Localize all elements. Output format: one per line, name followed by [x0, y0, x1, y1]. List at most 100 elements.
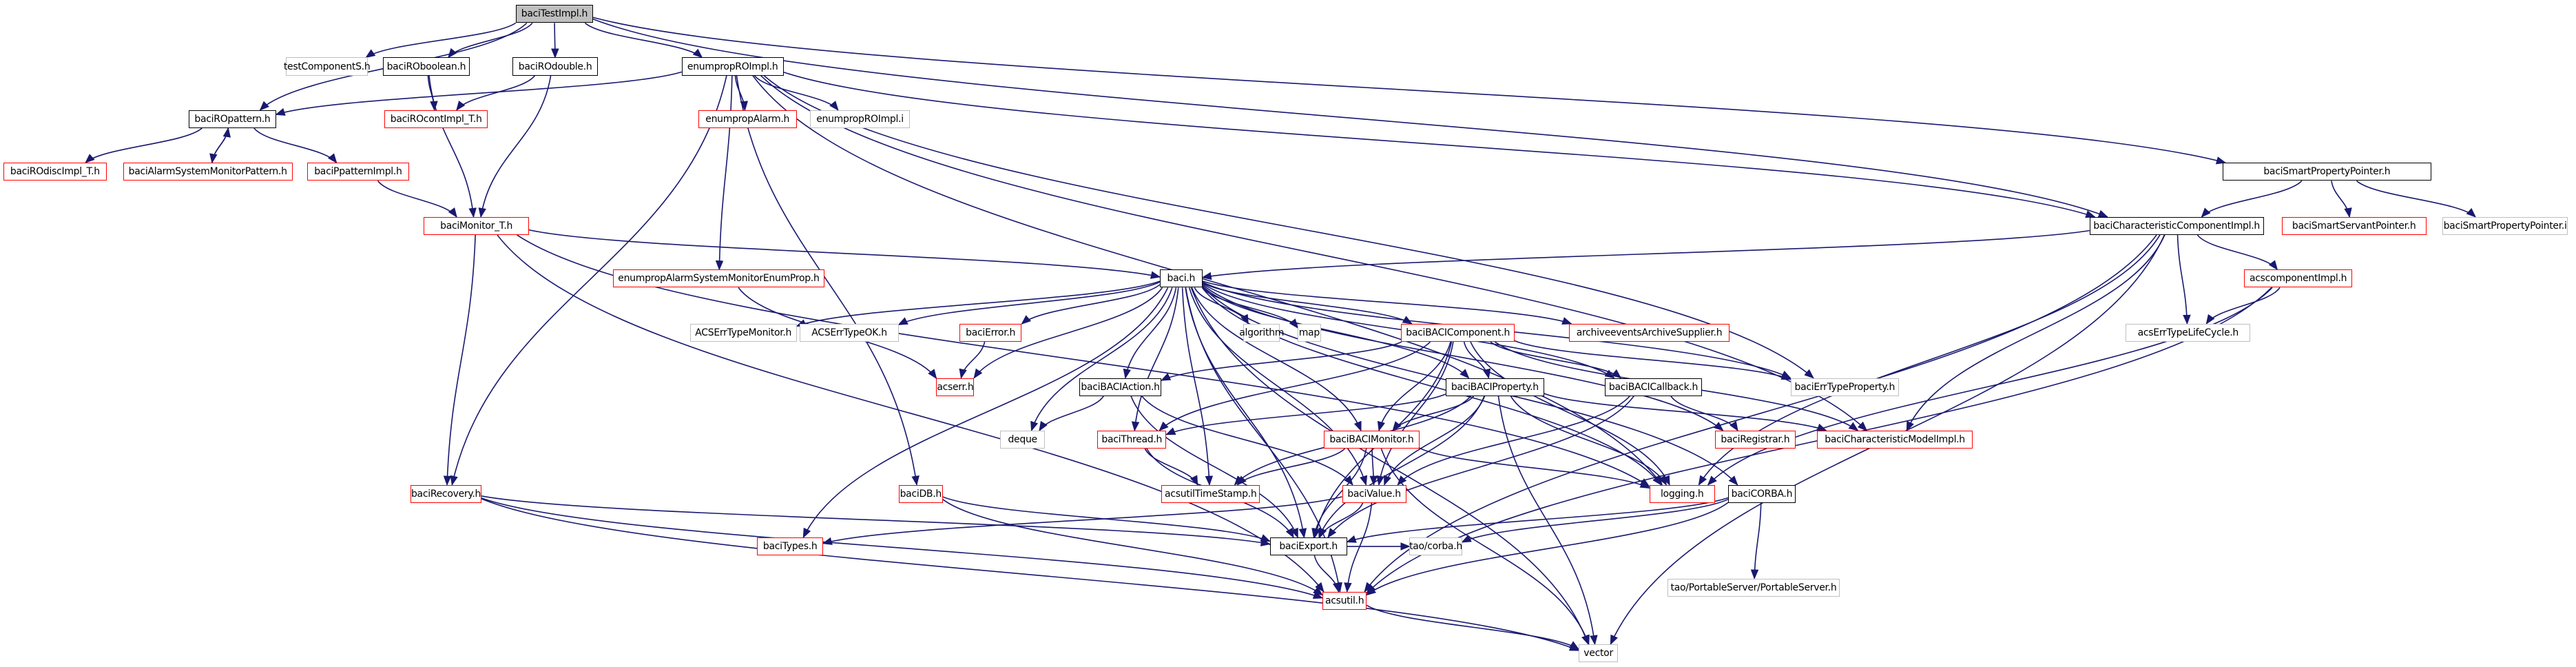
node-bacicharacteristiccomponentimpl[interactable]: baciCharacteristicComponentImpl.h — [2089, 216, 2264, 236]
node-bacivalue[interactable]: baciValue.h — [1342, 484, 1406, 503]
edge-baciTestImpl-to-baciROdouble — [551, 23, 559, 59]
node-baciexport[interactable]: baciExport.h — [1269, 537, 1347, 556]
edge-baciMonitor_T-to-baci — [528, 229, 1161, 279]
node-bacippatternimpl[interactable]: baciPpatternImpl.h — [307, 163, 409, 181]
node-label: enumpropAlarm.h — [705, 113, 790, 125]
node-label: acsutilTimeStamp.h — [1165, 488, 1257, 500]
edge-baciAlarmSystemMonitorPattern-to-baciROpattern — [211, 127, 231, 163]
edge-baci-to-baciBACIMonitor — [1191, 287, 1362, 432]
edge-baciCharacteristicComponentImpl-to-baciCharacteristicModelImpl — [1906, 234, 2165, 432]
node-bacirodiscimpl-t[interactable]: baciROdiscImpl_T.h — [3, 163, 107, 181]
node-enumproproimpl-i[interactable]: enumpropROImpl.i — [809, 110, 911, 129]
edge-baciRecovery-to-acsutil — [481, 497, 1324, 599]
edge-baciCharacteristicComponentImpl-to-acsErrTypeLifeCycle — [2177, 235, 2191, 325]
edge-enumpropROImpl-to-enumpropROImpl_i — [754, 75, 839, 111]
node-bacibaciaction[interactable]: baciBACIAction.h — [1079, 378, 1162, 396]
node-baciroboolean[interactable]: baciROboolean.h — [382, 57, 470, 76]
edge-baciMonitor_T-to-acsutil — [497, 234, 1325, 593]
edge-baciBACIComponent-to-baciBACICallback — [1490, 341, 1622, 379]
node-baci[interactable]: baci.h — [1159, 269, 1203, 288]
node-bacibacicomponent[interactable]: baciBACIComponent.h — [1401, 323, 1515, 342]
edge-baciBACIComponent-to-baciErrTypeProperty — [1514, 340, 1791, 380]
node-tao-corba[interactable]: tao/corba.h — [1409, 537, 1462, 556]
node-label: enumpropAlarmSystemMonitorEnumProp.h — [618, 273, 820, 285]
edge-baciValue-to-acsutil — [1344, 502, 1373, 593]
node-acsutiltimestamp[interactable]: acsutilTimeStamp.h — [1161, 484, 1260, 503]
edge-baciROpattern-to-baciROdiscImpl_T — [85, 127, 202, 164]
node-bacibacimonitor[interactable]: baciBACIMonitor.h — [1324, 430, 1420, 449]
node-label: archiveeventsArchiveSupplier.h — [1576, 327, 1723, 338]
node-acsutil[interactable]: acsutil.h — [1322, 591, 1367, 610]
node-acscomponentimpl[interactable]: acscomponentImpl.h — [2243, 269, 2353, 288]
edge-baciExport-to-acsutil — [1313, 555, 1341, 593]
node-bacierror[interactable]: baciError.h — [959, 323, 1022, 342]
edge-baciBACIAction-to-baciExport — [1130, 396, 1298, 539]
edge-baciBACICallback-to-baciValue — [1397, 396, 1630, 486]
node-label: baciSmartPropertyPointer.h — [2263, 166, 2391, 178]
node-baciropattern[interactable]: baciROpattern.h — [189, 110, 276, 129]
node-label: deque — [1008, 433, 1037, 445]
node-baciregistrar[interactable]: baciRegistrar.h — [1714, 430, 1796, 449]
node-acserrtypemonitor[interactable]: ACSErrTypeMonitor.h — [689, 323, 797, 342]
node-bacialarmsystemmonitorpattern[interactable]: baciAlarmSystemMonitorPattern.h — [123, 163, 293, 181]
node-bacismartpropertypointer-i[interactable]: baciSmartPropertyPointer.i — [2442, 216, 2568, 236]
node-label: baciBACICallback.h — [1608, 381, 1699, 393]
edge-baci-to-ACSErrTypeOK — [897, 281, 1161, 325]
node-label: baciROcontImpl_T.h — [390, 113, 482, 125]
edge-baci-to-archiveeventsArchiveSupplier — [1202, 280, 1572, 325]
node-bacismartservantpointer[interactable]: baciSmartServantPointer.h — [2281, 216, 2427, 236]
node-enumpropalarm[interactable]: enumpropAlarm.h — [698, 110, 797, 129]
edge-baciBACIComponent-to-baciBACIMonitor — [1377, 341, 1451, 432]
node-bacibaciproperty[interactable]: baciBACIProperty.h — [1445, 378, 1544, 396]
node-label: baciAlarmSystemMonitorPattern.h — [128, 166, 287, 178]
edge-baciMonitor_T-to-baciRecovery — [443, 235, 476, 486]
node-acserrtypeok[interactable]: ACSErrTypeOK.h — [800, 323, 899, 342]
node-bacicharacteristicmodelimpl[interactable]: baciCharacteristicModelImpl.h — [1816, 430, 1973, 449]
node-label: baciValue.h — [1347, 488, 1401, 500]
node-archiveeventsarchivesupplier[interactable]: archiveeventsArchiveSupplier.h — [1568, 323, 1730, 342]
node-enumpropalarmsystemmonitorenumprop[interactable]: enumpropAlarmSystemMonitorEnumProp.h — [612, 269, 825, 288]
edge-baciROdouble-to-baciMonitor_T — [478, 75, 552, 218]
node-bacibacicallback[interactable]: baciBACICallback.h — [1605, 378, 1702, 396]
edge-enumpropROImpl-to-baciErrTypeProperty — [763, 75, 1814, 379]
edge-baciBACICallback-to-baciRegistrar — [1670, 396, 1738, 432]
node-deque[interactable]: deque — [1000, 430, 1045, 449]
node-map[interactable]: map — [1298, 323, 1321, 342]
edge-enumpropROImpl-to-baciRecovery — [450, 75, 727, 486]
node-bacierrtypeproperty[interactable]: baciErrTypeProperty.h — [1790, 378, 1900, 396]
edge-baciRecovery-to-baciExport — [481, 495, 1271, 546]
edge-baci-to-baciError — [1021, 284, 1161, 325]
node-label: baciPpatternImpl.h — [314, 166, 402, 178]
edge-baci-to-acserr — [973, 287, 1163, 379]
node-bacitypes[interactable]: baciTypes.h — [757, 537, 823, 556]
node-bacidb[interactable]: baciDB.h — [898, 484, 943, 503]
node-bacitestimpl[interactable]: baciTestImpl.h — [515, 5, 593, 23]
node-bacismartpropertypointer[interactable]: baciSmartPropertyPointer.h — [2222, 163, 2431, 181]
node-label: enumpropROImpl.i — [816, 113, 904, 125]
edge-baciValue-to-baciExport — [1319, 502, 1364, 539]
edge-baciBACIComponent-to-baciBACIProperty — [1463, 341, 1491, 379]
edge-baci-to-baciThread — [1131, 287, 1179, 432]
node-acserr[interactable]: acserr.h — [936, 378, 975, 396]
node-bacirodouble[interactable]: baciROdouble.h — [512, 57, 599, 76]
node-algorithm[interactable]: algorithm — [1239, 323, 1284, 342]
node-acserrtypelifecycle[interactable]: acsErrTypeLifeCycle.h — [2126, 323, 2251, 342]
node-bacimonitor-t[interactable]: baciMonitor_T.h — [424, 216, 529, 236]
node-label: baciROboolean.h — [386, 61, 466, 72]
edge-baciCORBA-to-tao_corba — [1461, 498, 1729, 543]
node-label: vector — [1583, 648, 1613, 659]
node-enumproproimpl[interactable]: enumpropROImpl.h — [681, 57, 784, 76]
node-bacirocontimpl-t[interactable]: baciROcontImpl_T.h — [384, 110, 488, 129]
node-tao-portableserver[interactable]: tao/PortableServer/PortableServer.h — [1667, 578, 1840, 597]
node-bacirecovery[interactable]: baciRecovery.h — [411, 484, 481, 503]
node-bacithread[interactable]: baciThread.h — [1097, 430, 1167, 449]
node-testcomponents[interactable]: testComponentS.h — [284, 57, 371, 76]
node-bacicorba[interactable]: baciCORBA.h — [1728, 484, 1796, 503]
edge-baciBACIComponent-to-baciThread — [1159, 341, 1431, 431]
node-label: baciTypes.h — [762, 541, 818, 552]
node-vector[interactable]: vector — [1578, 644, 1619, 663]
edge-baciCharacteristicComponentImpl-to-baci — [1201, 229, 2090, 280]
edge-baci-to-deque — [1030, 287, 1173, 432]
node-logging[interactable]: logging.h — [1649, 484, 1715, 503]
